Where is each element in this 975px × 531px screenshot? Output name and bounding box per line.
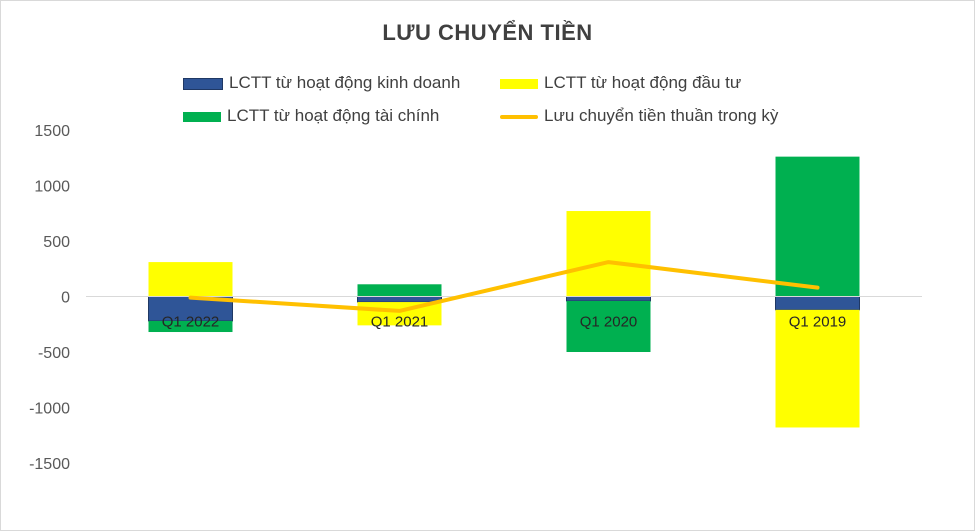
x-category-label: Q1 2019: [789, 314, 847, 331]
y-tick-label: -1500: [29, 456, 70, 473]
legend-label-net: Lưu chuyển tiền thuần trong kỳ: [544, 106, 779, 125]
legend-label-financing: LCTT từ hoạt động tài chính: [227, 106, 440, 125]
legend-label-investing: LCTT từ hoạt động đầu tư: [544, 73, 742, 92]
y-tick-label: 1000: [34, 179, 70, 196]
legend-swatch-financing: [183, 111, 221, 122]
legend-item-investing: LCTT từ hoạt động đầu tư: [500, 73, 741, 93]
legend-swatch-net: [500, 114, 538, 119]
bar-financing: [148, 320, 233, 333]
legend-swatch-operating: [183, 77, 223, 90]
legend-swatch-investing: [500, 78, 538, 89]
y-tick-label: -1000: [29, 401, 70, 418]
y-tick-label: 1500: [34, 123, 70, 140]
bar-investing: [775, 309, 860, 428]
bar-operating: [357, 296, 442, 303]
net-cashflow-point: [607, 260, 610, 264]
y-tick-label: 0: [61, 290, 70, 307]
net-cashflow-line: [188, 260, 820, 313]
legend-label-operating: LCTT từ hoạt động kinh doanh: [229, 73, 461, 92]
chart-title: LƯU CHUYỂN TIỀN: [382, 20, 593, 45]
bar-financing: [566, 300, 651, 352]
bar-investing: [566, 211, 651, 297]
bar-investing: [148, 262, 233, 297]
y-tick-label: -500: [38, 345, 70, 362]
bar-financing: [357, 284, 442, 297]
x-category-label: Q1 2022: [162, 314, 220, 331]
bar-operating: [566, 296, 651, 302]
legend-item-net: Lưu chuyển tiền thuần trong kỳ: [500, 106, 778, 126]
net-cashflow-point: [398, 309, 401, 313]
bar-operating: [775, 296, 860, 311]
y-tick-label: 500: [43, 234, 70, 251]
x-category-label: Q1 2020: [580, 314, 638, 331]
net-cashflow-point: [816, 286, 819, 290]
legend-item-operating: LCTT từ hoạt động kinh doanh: [183, 73, 460, 93]
x-category-label: Q1 2021: [371, 314, 429, 331]
legend-item-financing: LCTT từ hoạt động tài chính: [183, 106, 439, 126]
net-cashflow-point: [189, 296, 192, 300]
bar-financing: [775, 156, 860, 297]
